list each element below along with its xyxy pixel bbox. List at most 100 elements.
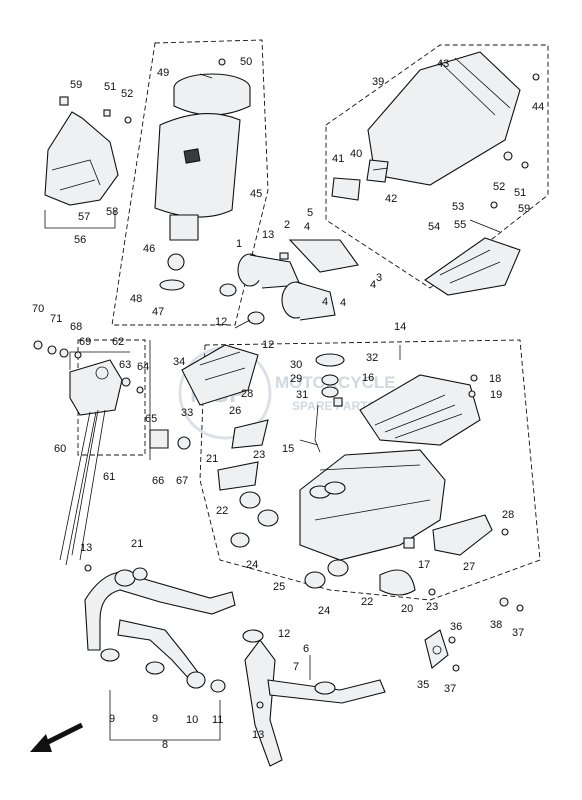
callout-label: 33 xyxy=(181,407,193,419)
callout-label: 37 xyxy=(512,627,524,639)
callout-label: 15 xyxy=(282,443,294,455)
callout-label: 16 xyxy=(362,372,374,384)
callout-label: 60 xyxy=(54,443,66,455)
callout-label: 47 xyxy=(152,306,164,318)
throttle-body-part xyxy=(219,239,359,325)
callout-label: 14 xyxy=(394,321,406,333)
callout-label: 28 xyxy=(502,509,514,521)
callout-label: 13 xyxy=(262,229,274,241)
callout-label: 58 xyxy=(106,206,118,218)
callout-label: 64 xyxy=(137,361,149,373)
callout-label: 22 xyxy=(361,596,373,608)
callout-label: 13 xyxy=(252,729,264,741)
callout-label: 34 xyxy=(173,356,185,368)
callout-label: 12 xyxy=(278,628,290,640)
callout-label: 22 xyxy=(216,505,228,517)
front-direction-arrow-icon xyxy=(30,722,84,752)
callout-label: 67 xyxy=(176,475,188,487)
callout-label: 44 xyxy=(532,101,544,113)
callout-label: 18 xyxy=(489,373,501,385)
callout-label: 61 xyxy=(103,471,115,483)
exhaust-pipe-front-part xyxy=(84,564,236,693)
callout-label: 56 xyxy=(74,234,86,246)
group-outline-air-cleaner xyxy=(111,39,269,326)
callout-label: 4 xyxy=(304,221,310,233)
callout-label: 71 xyxy=(50,313,62,325)
callout-label: 38 xyxy=(490,619,502,631)
callout-label: 55 xyxy=(454,219,466,231)
group-outline-cover-left xyxy=(77,339,146,456)
callout-label: 49 xyxy=(157,67,169,79)
group-outline-box xyxy=(325,44,549,289)
callout-label: 29 xyxy=(290,373,302,385)
callout-label: 11 xyxy=(212,714,223,726)
callout-label: 8 xyxy=(162,739,168,751)
callout-label: 45 xyxy=(250,188,262,200)
callout-label: 7 xyxy=(293,661,299,673)
callout-label: 27 xyxy=(463,561,475,573)
callout-label: 6 xyxy=(303,643,309,655)
callout-label: 30 xyxy=(290,359,302,371)
callout-label: 43 xyxy=(437,58,449,70)
callout-label: 1 xyxy=(236,238,242,250)
callout-label: 41 xyxy=(332,153,344,165)
callout-label: 9 xyxy=(109,713,115,725)
leader-lines xyxy=(44,73,501,741)
side-cover-part xyxy=(44,96,132,206)
callout-label: 28 xyxy=(241,388,253,400)
servo-motor-part xyxy=(33,340,191,566)
callout-label: 52 xyxy=(493,181,505,193)
callout-label: 5 xyxy=(307,207,313,219)
callout-label: 3 xyxy=(376,272,382,284)
callout-label: 40 xyxy=(350,148,362,160)
callout-label: 51 xyxy=(514,187,526,199)
callout-label: 13 xyxy=(80,542,92,554)
callout-label: 26 xyxy=(229,405,241,417)
callout-label: 39 xyxy=(372,76,384,88)
callout-label: 24 xyxy=(318,605,330,617)
callout-label: 32 xyxy=(366,352,378,364)
callout-label: 62 xyxy=(112,336,124,348)
callout-label: 70 xyxy=(32,303,44,315)
callout-label: 23 xyxy=(253,449,265,461)
muffler-part xyxy=(217,449,509,596)
callout-label: 50 xyxy=(240,56,252,68)
callout-label: 57 xyxy=(78,211,90,223)
callout-label: 4 xyxy=(340,297,346,309)
callout-label: 54 xyxy=(428,221,440,233)
callout-label: 48 xyxy=(130,293,142,305)
callout-label: 51 xyxy=(104,81,116,93)
air-box-part xyxy=(331,51,540,201)
callout-label: 21 xyxy=(206,453,218,465)
exhaust-pipe-rear-part xyxy=(242,629,386,767)
callout-label: 52 xyxy=(121,88,133,100)
callout-label: 66 xyxy=(152,475,164,487)
callout-label: 46 xyxy=(143,243,155,255)
callout-label: 36 xyxy=(450,621,462,633)
callout-label: 35 xyxy=(417,679,429,691)
callout-label: 53 xyxy=(452,201,464,213)
callout-label: 19 xyxy=(490,389,502,401)
heat-shield-part xyxy=(359,374,481,446)
callout-label: 65 xyxy=(145,413,157,425)
air-cleaner-part xyxy=(154,58,251,291)
callout-label: 69 xyxy=(79,336,91,348)
callout-label: 4 xyxy=(370,279,376,291)
callout-labels: 59 51 52 49 50 56 57 58 45 46 48 47 43 3… xyxy=(32,56,544,751)
callout-label: 12 xyxy=(262,339,274,351)
callout-label: 68 xyxy=(70,321,82,333)
callout-label: 23 xyxy=(426,601,438,613)
bracket-part xyxy=(424,597,524,672)
callout-label: 31 xyxy=(296,389,308,401)
sensor-cover-part xyxy=(181,344,345,453)
callout-label: 59 xyxy=(70,79,82,91)
callout-label: 63 xyxy=(119,359,131,371)
callout-label: 9 xyxy=(152,713,158,725)
callout-label: 42 xyxy=(385,193,397,205)
callout-label: 10 xyxy=(186,714,198,726)
callout-label: 20 xyxy=(401,603,413,615)
callout-label: 24 xyxy=(246,559,258,571)
callout-label: 2 xyxy=(284,219,290,231)
callout-label: 21 xyxy=(131,538,143,550)
